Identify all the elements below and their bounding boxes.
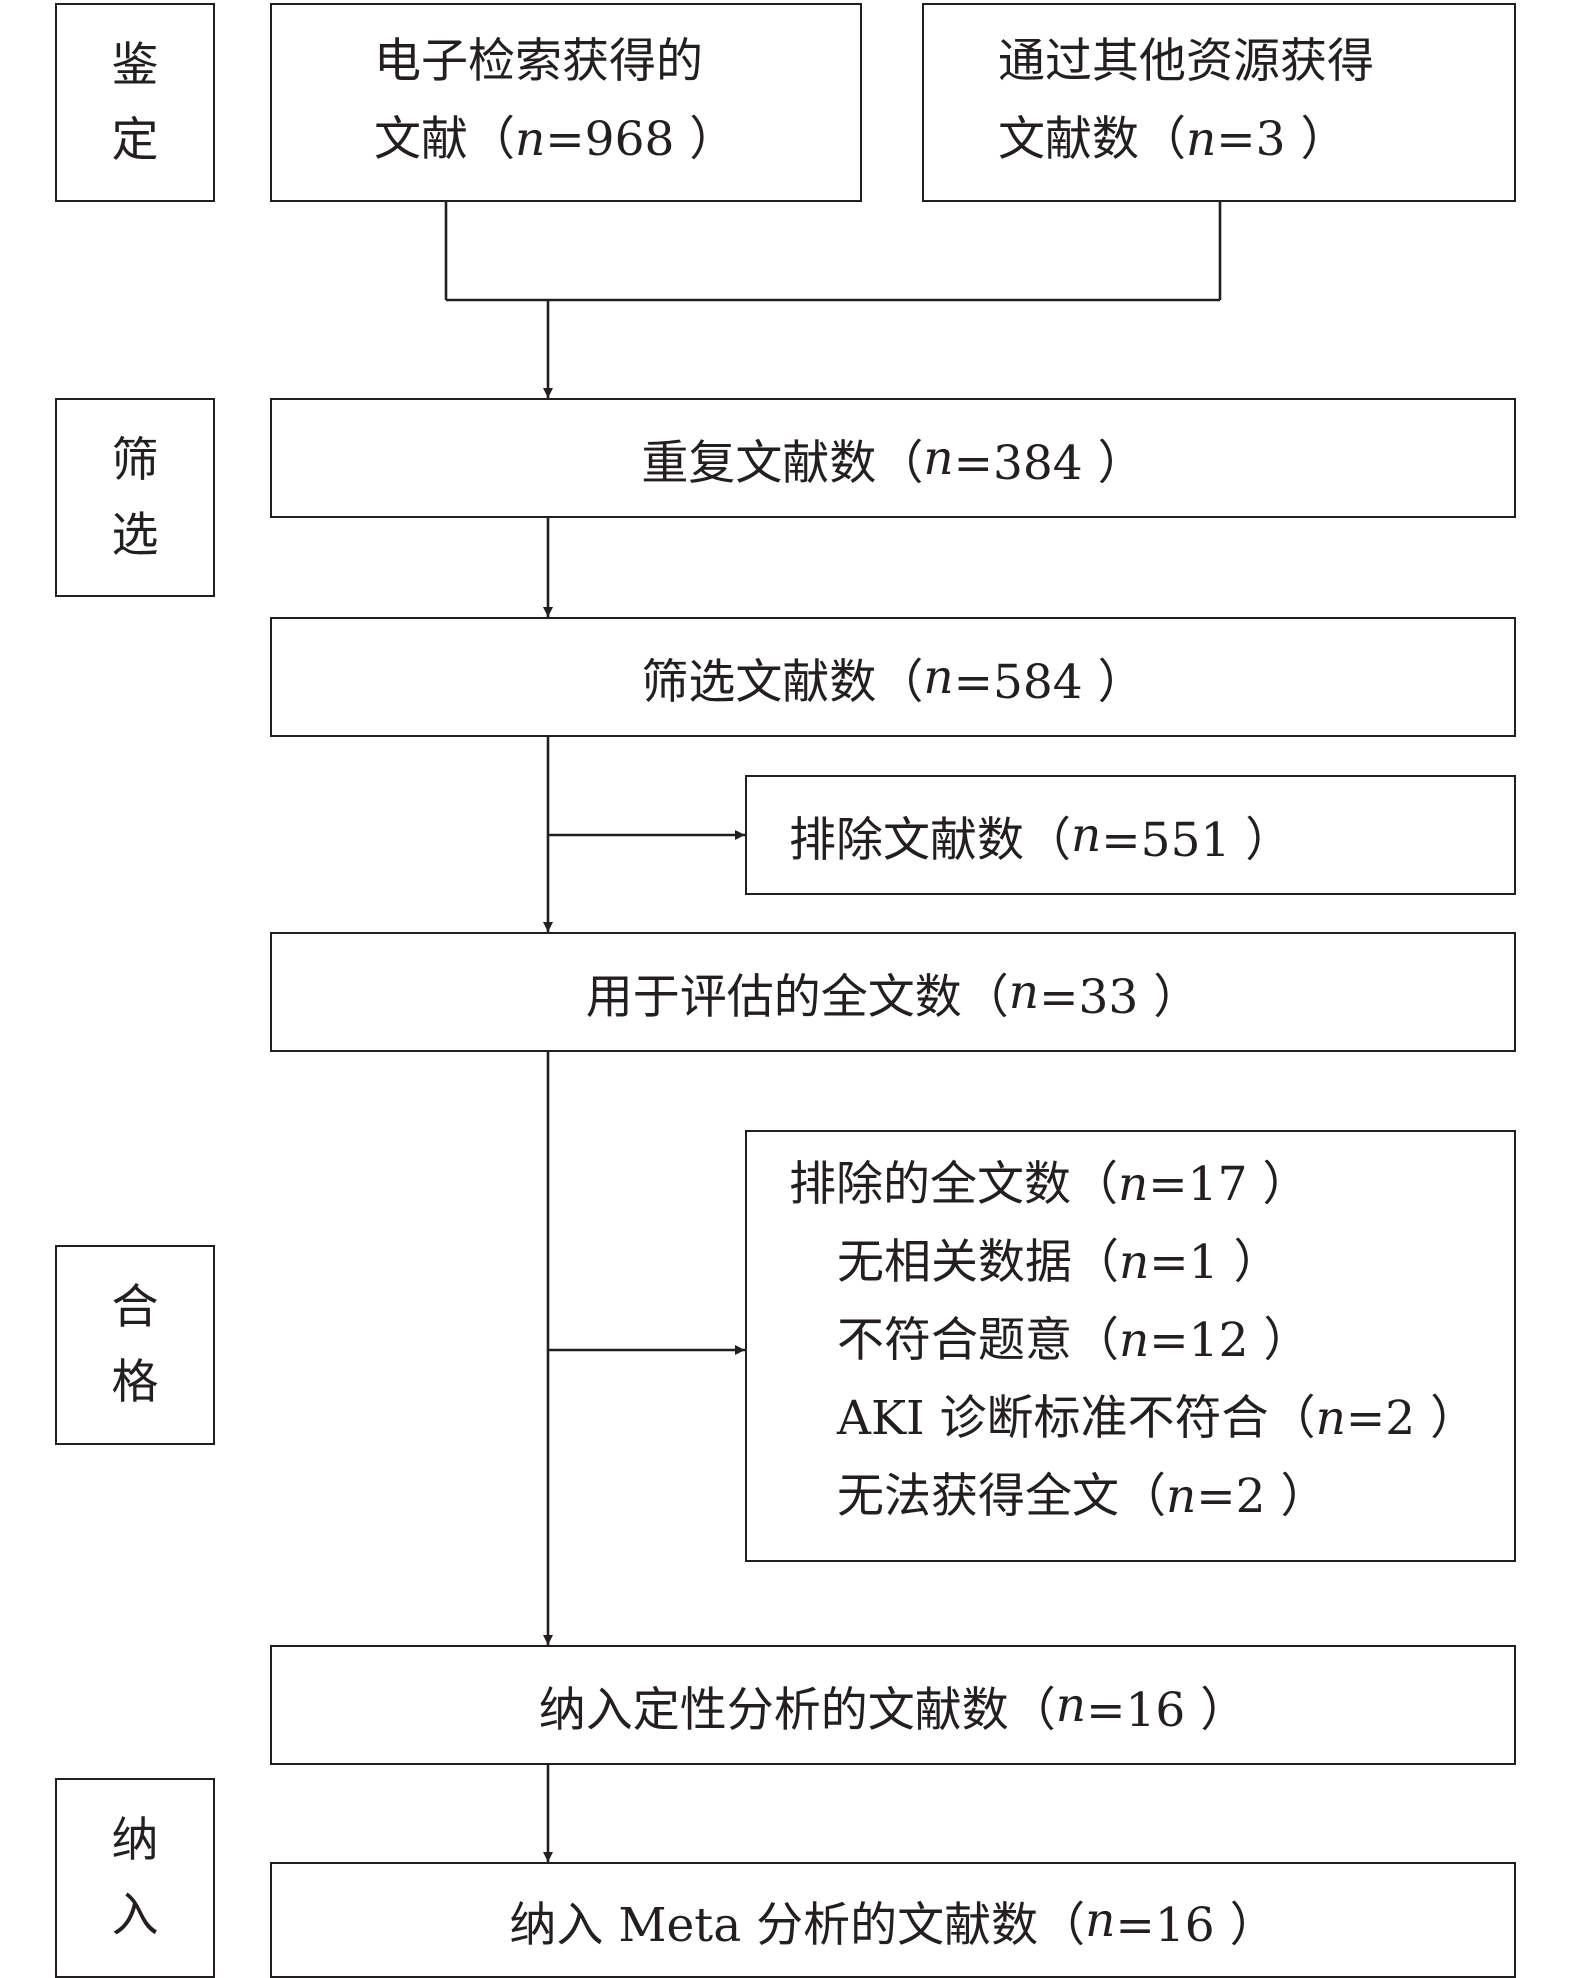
box-qualitative: 纳入定性分析的文献数（n=16 ）	[270, 1645, 1516, 1765]
prefix: 文献（	[374, 112, 515, 167]
stage-screening-char-2: 选	[111, 507, 159, 563]
n-symbol: n	[923, 430, 954, 486]
box-duplicates: 重复文献数（n=384 ）	[270, 398, 1516, 518]
prefix: 重复文献数（	[641, 435, 924, 491]
prefix: 文献数（	[998, 112, 1186, 167]
count: =2 ）	[1345, 1391, 1478, 1446]
count: =2 ）	[1196, 1469, 1328, 1524]
count: =3 ）	[1216, 112, 1348, 167]
count: =1 ）	[1149, 1235, 1281, 1290]
count: =16 ）	[1115, 1897, 1277, 1953]
count: =17 ）	[1148, 1157, 1310, 1212]
prefix: 无相关数据（	[837, 1235, 1119, 1290]
n-symbol: n	[1055, 1677, 1087, 1733]
reason-item: 无法获得全文（n=2 ）	[789, 1458, 1514, 1536]
n-symbol: n	[1315, 1391, 1346, 1446]
reason-item: 无相关数据（n=1 ）	[789, 1224, 1514, 1302]
stage-eligibility-char-2: 格	[111, 1355, 159, 1410]
box-other-sources: 通过其他资源获得 文献数（n=3 ）	[922, 3, 1516, 202]
box-meta: 纳入 Meta 分析的文献数（n=16 ）	[270, 1862, 1516, 1978]
count: =584 ）	[953, 654, 1145, 710]
box-fulltext-excluded: 排除的全文数（n=17 ） 无相关数据（n=1 ） 不符合题意（n=12 ） A…	[745, 1130, 1516, 1562]
stage-identification-char-2: 定	[111, 112, 159, 168]
prefix: 用于评估的全文数（	[585, 969, 1009, 1025]
n-symbol: n	[923, 649, 954, 705]
stage-included: 纳 入	[55, 1778, 215, 1978]
prefix: 筛选文献数（	[641, 654, 924, 710]
count: =551 ）	[1101, 812, 1293, 868]
count: =12 ）	[1149, 1313, 1311, 1368]
n-symbol: n	[1119, 1235, 1150, 1290]
stage-eligibility-char-1: 合	[111, 1280, 159, 1335]
stage-identification: 鉴 定	[55, 3, 215, 202]
box-screened: 筛选文献数（n=584 ）	[270, 617, 1516, 737]
reason-item: AKI 诊断标准不符合（n=2 ）	[789, 1380, 1514, 1458]
box-electronic-search: 电子检索获得的 文献（n=968 ）	[270, 3, 862, 202]
count: =33 ）	[1039, 969, 1201, 1025]
prefix: 纳入定性分析的文献数（	[538, 1682, 1056, 1738]
box-other-sources-line1: 通过其他资源获得	[998, 34, 1374, 89]
n-symbol: n	[1008, 964, 1040, 1020]
box-excluded-screen: 排除文献数（n=551 ）	[745, 775, 1516, 895]
n-symbol: n	[1186, 112, 1217, 167]
prefix: 纳入 Meta 分析的文献数（	[509, 1897, 1086, 1953]
n-symbol: n	[1119, 1313, 1150, 1368]
n-symbol: n	[1085, 1892, 1116, 1948]
stage-screening-char-1: 筛	[111, 432, 159, 488]
prefix: 不符合题意（	[837, 1313, 1119, 1368]
n-symbol: n	[1071, 807, 1102, 863]
reason-item: 不符合题意（n=12 ）	[789, 1302, 1514, 1380]
prefix: 排除的全文数（	[789, 1157, 1118, 1212]
box-electronic-search-line1: 电子检索获得的	[374, 34, 703, 89]
box-fulltext-assessed: 用于评估的全文数（n=33 ）	[270, 932, 1516, 1052]
count: =968 ）	[545, 112, 737, 167]
box-electronic-search-line2: 文献（n=968 ）	[374, 101, 860, 179]
stage-included-char-1: 纳	[111, 1813, 159, 1868]
stage-included-char-2: 入	[111, 1888, 159, 1943]
prefix: AKI 诊断标准不符合（	[837, 1391, 1316, 1446]
box-other-sources-line2: 文献数（n=3 ）	[998, 101, 1514, 179]
stage-eligibility: 合 格	[55, 1245, 215, 1445]
count: =16 ）	[1086, 1682, 1248, 1738]
fulltext-excluded-title: 排除的全文数（n=17 ）	[789, 1146, 1514, 1224]
prefix: 无法获得全文（	[837, 1469, 1166, 1524]
stage-identification-char-1: 鉴	[111, 37, 159, 93]
stage-screening: 筛 选	[55, 398, 215, 597]
n-symbol: n	[1166, 1469, 1197, 1524]
count: =384 ）	[953, 435, 1145, 491]
n-symbol: n	[1118, 1157, 1149, 1212]
prefix: 排除文献数（	[789, 812, 1071, 868]
n-symbol: n	[515, 112, 546, 167]
